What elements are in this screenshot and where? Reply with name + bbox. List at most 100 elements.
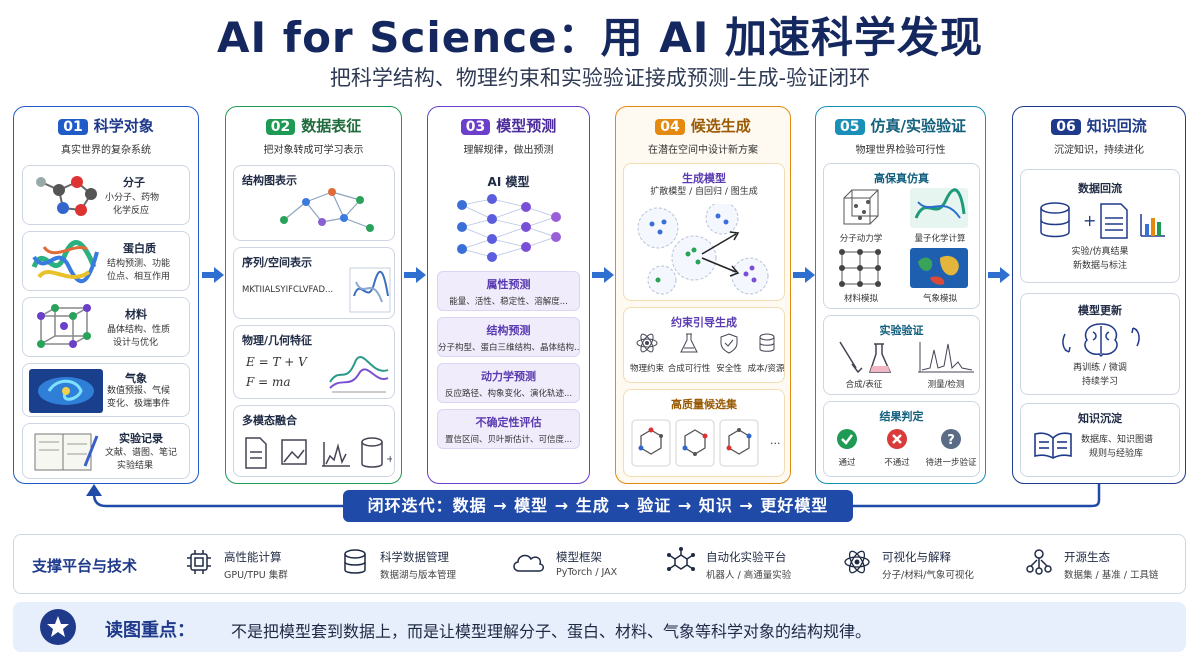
card-multimodal[interactable]: 多模态融合 + <box>233 405 395 477</box>
card-title: 知识沉淀 <box>1078 412 1122 425</box>
card-desc: 晶体结构、性质 <box>107 325 171 335</box>
people-icon <box>1026 549 1052 575</box>
question-icon: ? <box>941 429 961 449</box>
svg-text:?: ? <box>947 433 955 448</box>
arrow-right-icon <box>202 267 224 283</box>
card-lab-record[interactable]: 实验记录 文献、谱图、笔记 实验结果 <box>22 423 190 479</box>
card-title: 多模态融合 <box>242 414 297 427</box>
platform-item-sub: 数据集 / 基准 / 工具链 <box>1064 570 1159 581</box>
card-weather[interactable]: 气象 数值预报、气候 变化、极端事件 <box>22 363 190 417</box>
atom-icon <box>636 333 658 353</box>
card-molecule[interactable]: 分子 小分子、药物 化学反应 <box>22 165 190 225</box>
card-desc: 数值预报、气候 <box>107 386 171 396</box>
platform-item-name: 模型框架 <box>556 550 602 564</box>
card-simulation[interactable]: 高保真仿真 分子动力学 量子化学计算 材料模拟 气象模拟 <box>823 163 980 309</box>
card-material[interactable]: 材料 晶体结构、性质 设计与优化 <box>22 297 190 357</box>
pill-structure-prediction[interactable]: 结构预测分子构型、蛋白三维结构、晶体结构... <box>437 317 580 357</box>
arrow-right-icon <box>988 267 1010 283</box>
card-data-feedback[interactable]: 数据回流 + 实验/仿真结果 新数据与标注 <box>1020 169 1180 283</box>
more-indicator: ... <box>770 434 781 447</box>
card-desc: 扩散模型 / 自回归 / 图生成 <box>650 187 758 197</box>
card-desc: 规则与经验库 <box>1089 449 1144 459</box>
pipette-flask-icon <box>839 341 892 374</box>
column-subtitle: 沉淀知识，持续进化 <box>1054 145 1144 156</box>
pill-desc: 分子构型、蛋白三维结构、晶体结构... <box>438 343 579 353</box>
column-number: 04 <box>655 119 685 135</box>
column-title: 知识回流 <box>1086 117 1147 135</box>
arrow-right-icon <box>404 267 426 283</box>
platform-item-sub: 机器人 / 高通量实验 <box>706 570 792 581</box>
pill-desc: 能量、活性、稳定性、溶解度... <box>449 297 568 307</box>
latent-space-icon <box>637 204 769 295</box>
card-physics[interactable]: 物理/几何特征 E = T + V F = ma <box>233 325 395 399</box>
card-desc: 数据库、知识图谱 <box>1081 435 1154 445</box>
card-desc: 实验结果 <box>117 461 154 471</box>
card-candidate-set[interactable]: 高质量候选集 ... <box>623 389 785 477</box>
brain-icon <box>1062 323 1140 358</box>
column-title: 数据表征 <box>301 117 362 135</box>
card-verdict[interactable]: 结果判定 ? 通过 不通过 待进一步验证 <box>823 401 980 477</box>
star-icon <box>40 609 76 645</box>
card-title: 序列/空间表示 <box>242 256 313 269</box>
constraint-label: 成本/资源 <box>747 364 785 374</box>
key-point-banner: 读图重点： 不是把模型套到数据上，而是让模型理解分子、蛋白、材料、气象等科学对象… <box>13 602 1186 652</box>
platform-item-sub: GPU/TPU 集群 <box>224 570 288 581</box>
column-title: 仿真/实验验证 <box>870 117 966 135</box>
card-title: 实验验证 <box>879 324 924 337</box>
pill-uncertainty[interactable]: 不确定性评估置信区间、贝叶斯估计、可信度... <box>437 409 580 449</box>
card-generative-model[interactable]: 生成模型 扩散模型 / 自回归 / 图生成 <box>623 163 785 301</box>
coins-icon <box>759 333 775 352</box>
platform-item-sub: 数据湖与版本管理 <box>380 570 457 581</box>
constraint-label: 合成可行性 <box>667 364 711 374</box>
globe-weather-icon <box>910 248 968 288</box>
card-desc: 小分子、药物 <box>105 193 160 203</box>
card-title: 数据回流 <box>1078 182 1122 195</box>
column-number: 05 <box>835 119 865 135</box>
cloud-icon <box>513 554 544 572</box>
card-graph[interactable]: 结构图表示 <box>233 165 395 241</box>
card-knowledge-base[interactable]: 知识沉淀 数据库、知识图谱 规则与经验库 <box>1020 403 1180 477</box>
card-protein[interactable]: 蛋白质 结构预测、功能 位点、相互作用 <box>22 231 190 291</box>
pill-title: 结构预测 <box>486 324 531 337</box>
pill-property-prediction[interactable]: 属性预测能量、活性、稳定性、溶解度... <box>437 271 580 311</box>
card-experiment[interactable]: 实验验证 合成/表征 测量/检测 <box>823 315 980 395</box>
pill-dynamics-prediction[interactable]: 动力学预测反应路径、构象变化、演化轨迹... <box>437 363 580 403</box>
equation: E = T + V <box>246 355 307 369</box>
exp-label: 合成/表征 <box>845 380 883 390</box>
pill-title: 不确定性评估 <box>475 416 542 429</box>
model-label: AI 模型 <box>487 175 530 189</box>
shield-icon <box>720 333 738 354</box>
molecule-icon <box>36 176 97 216</box>
constraint-label: 安全性 <box>716 364 742 374</box>
platform-item-sub: PyTorch / JAX <box>556 567 618 578</box>
sim-label: 量子化学计算 <box>914 234 966 244</box>
molecular-dynamics-icon <box>843 189 879 225</box>
column-number: 01 <box>58 119 88 135</box>
material-lattice-icon <box>839 249 881 287</box>
candidate-molecules-icon <box>631 419 759 467</box>
column-title: 模型预测 <box>496 117 557 135</box>
card-sequence[interactable]: 序列/空间表示 MKTIIALSYIFCLVFAD... <box>233 247 395 319</box>
loop-label: 闭环迭代：数据 → 模型 → 生成 → 验证 → 知识 → 更好模型 <box>343 490 853 522</box>
card-title: 生成模型 <box>682 172 726 185</box>
notebook-icon <box>34 433 99 471</box>
sim-label: 气象模拟 <box>922 294 957 304</box>
page-title: AI for Science：用 AI 加速科学发现 <box>217 13 983 62</box>
spectrum-icon <box>918 342 974 373</box>
card-desc: 设计与优化 <box>113 338 159 348</box>
key-point-text: 不是把模型套到数据上，而是让模型理解分子、蛋白、材料、气象等科学对象的结构规律。 <box>231 622 872 641</box>
card-desc: 实验/仿真结果 <box>1071 247 1129 257</box>
verdict-label: 待进一步验证 <box>925 458 977 468</box>
multimodal-icons: + <box>245 437 392 469</box>
platform-item-sub: 分子/材料/气象可视化 <box>882 570 974 581</box>
card-constraint-generation[interactable]: 约束引导生成 物理约束 合成可行性 安全性 成本/资源 <box>623 307 785 383</box>
column-subtitle: 理解规律，做出预测 <box>463 145 554 156</box>
card-model-update[interactable]: 模型更新 再训练 / 微调 持续学习 <box>1020 293 1180 395</box>
neural-network-icon <box>457 194 561 262</box>
pill-desc: 置信区间、贝叶斯估计、可信度... <box>444 435 573 445</box>
card-desc: 化学反应 <box>113 206 150 216</box>
sim-label: 分子动力学 <box>839 234 883 244</box>
